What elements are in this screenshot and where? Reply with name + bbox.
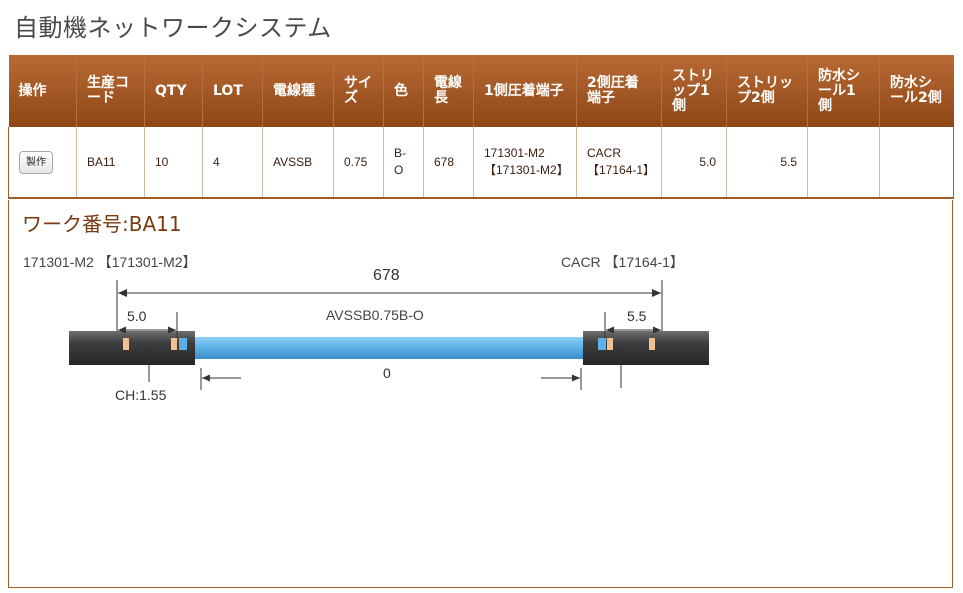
production-table: 操作 生産コード QTY LOT 電線種 サイズ 色 電線長 1側圧着端子 2側… — [8, 55, 954, 199]
ch-pointer-right-head — [617, 346, 625, 354]
cell-qty: 10 — [144, 127, 203, 199]
header-strip-2[interactable]: ストリップ2側 — [726, 55, 808, 127]
header-seal-2[interactable]: 防水シール2側 — [879, 55, 954, 127]
length-label: 678 — [373, 267, 400, 284]
strip-left-label: 5.0 — [127, 308, 147, 324]
work-title: ワーク番号:BA11 — [22, 212, 182, 236]
right-crimp-mark-1 — [607, 338, 613, 350]
header-wire-type[interactable]: 電線種 — [262, 55, 334, 127]
header-terminal-2[interactable]: 2側圧着端子 — [576, 55, 662, 127]
header-action[interactable]: 操作 — [8, 55, 77, 127]
left-terminal-label: 171301-M2 【171301-M2】 — [23, 254, 197, 270]
work-panel: ワーク番号:BA11 171301-M2 【171301-M2】 CACR 【1… — [8, 200, 953, 588]
header-lot[interactable]: LOT — [202, 55, 263, 127]
wire-body — [195, 337, 583, 359]
cell-seal-1 — [807, 127, 880, 199]
make-button[interactable]: 製作 — [19, 150, 53, 174]
cell-terminal-2: CACR【17164-1】 — [576, 127, 662, 199]
cell-strip-1: 5.0 — [661, 127, 727, 199]
table-header-row: 操作 生産コード QTY LOT 電線種 サイズ 色 電線長 1側圧着端子 2側… — [8, 55, 954, 127]
header-length[interactable]: 電線長 — [423, 55, 474, 127]
cell-lot: 4 — [202, 127, 263, 199]
ch-pointer-left-head — [145, 347, 153, 355]
app-title: 自動機ネットワークシステム — [14, 14, 332, 42]
cell-length: 678 — [423, 127, 474, 199]
wire-diagram: 171301-M2 【171301-M2】 CACR 【17164-1】 678… — [23, 254, 709, 403]
left-crimp-mark-1 — [123, 338, 129, 350]
left-insulation-visible — [179, 338, 187, 350]
wire-label: AVSSB0.75B-O — [326, 307, 424, 323]
cell-strip-2: 5.5 — [726, 127, 808, 199]
left-crimp-mark-2 — [171, 338, 177, 350]
center-arrowheads — [202, 374, 580, 382]
strip-right-label: 5.5 — [627, 308, 647, 324]
cell-seal-2 — [879, 127, 954, 199]
header-color[interactable]: 色 — [383, 55, 424, 127]
header-size[interactable]: サイズ — [333, 55, 384, 127]
cell-action: 製作 — [8, 127, 77, 199]
header-seal-1[interactable]: 防水シール1側 — [807, 55, 880, 127]
cell-code: BA11 — [76, 127, 145, 199]
header-production-code[interactable]: 生産コード — [76, 55, 145, 127]
crimp-height-label: CH:1.55 — [115, 387, 167, 403]
cell-terminal-1: 171301-M2【171301-M2】 — [473, 127, 577, 199]
header-terminal-1[interactable]: 1側圧着端子 — [473, 55, 577, 127]
header-strip-1[interactable]: ストリップ1側 — [661, 55, 727, 127]
cell-wire-type: AVSSB — [262, 127, 334, 199]
right-crimp-mark-2 — [649, 338, 655, 350]
right-insulation-visible — [598, 338, 606, 350]
table-row[interactable]: 製作 BA11 10 4 AVSSB 0.75 B-O 678 171301-M… — [8, 127, 954, 199]
cell-size: 0.75 — [333, 127, 384, 199]
cell-color: B-O — [383, 127, 424, 199]
right-terminal-label: CACR 【17164-1】 — [561, 254, 684, 270]
header-qty[interactable]: QTY — [144, 55, 203, 127]
center-value-label: 0 — [383, 365, 391, 381]
